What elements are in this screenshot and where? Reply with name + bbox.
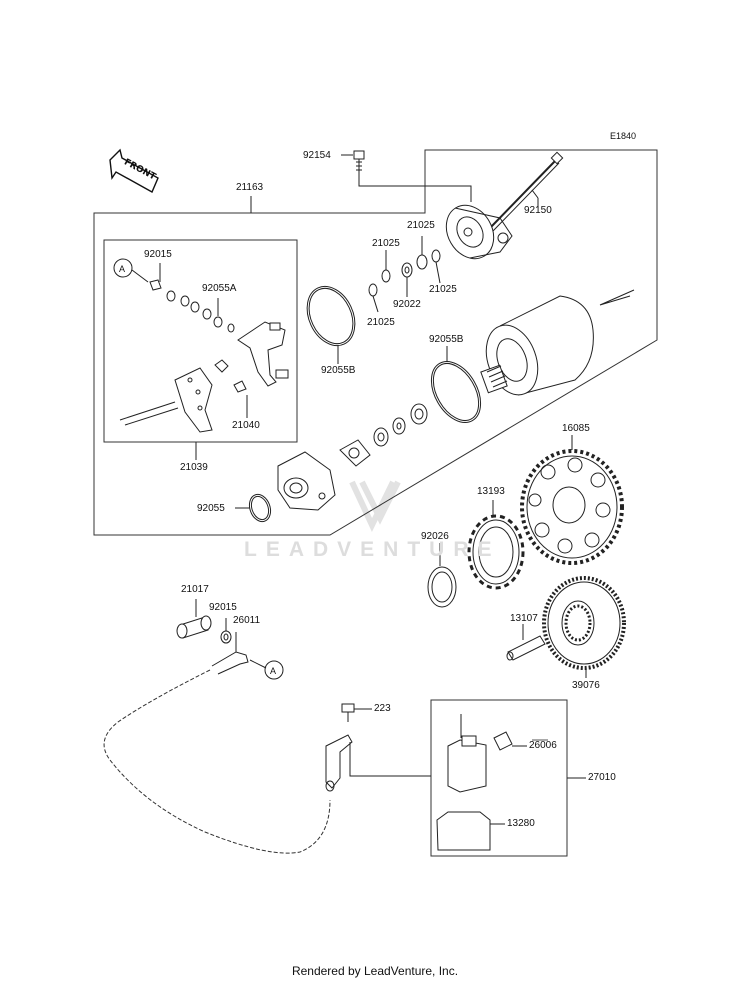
label-26006[interactable]: 26006 [529, 740, 557, 751]
label-92150[interactable]: 92150 [524, 205, 552, 216]
motor-yoke [480, 289, 635, 396]
label-13193[interactable]: 13193 [477, 486, 505, 497]
label-27010[interactable]: 27010 [588, 772, 616, 783]
footer-credit: Rendered by LeadVenture, Inc. [291, 964, 459, 978]
terminal-cap-group [176, 599, 284, 680]
label-21017[interactable]: 21017 [181, 584, 209, 595]
bolt-92154 [341, 150, 472, 202]
callout-a-top: A [119, 264, 126, 274]
label-16085[interactable]: 16085 [562, 423, 590, 434]
label-92015-top[interactable]: 92015 [144, 249, 172, 260]
o-ring-92055 [235, 493, 272, 523]
label-92022[interactable]: 92022 [393, 299, 421, 310]
o-ring-92055B-left [306, 285, 356, 364]
label-21025-b[interactable]: 21025 [372, 238, 400, 249]
label-13107[interactable]: 13107 [510, 613, 538, 624]
front-direction-marker: FRONT [109, 148, 159, 193]
clutch-13193 [467, 500, 525, 590]
brush-holder-parts [113, 258, 289, 433]
label-26011[interactable]: 26011 [233, 615, 261, 626]
brush-plate [339, 439, 371, 467]
label-92026[interactable]: 92026 [421, 531, 449, 542]
watermark-logo [349, 480, 401, 532]
label-21025-a[interactable]: 21025 [407, 220, 435, 231]
diagram-code: E1840 [610, 131, 637, 141]
label-92055B-left[interactable]: 92055B [321, 365, 356, 376]
label-21025-d[interactable]: 21025 [367, 317, 395, 328]
washer-92026 [427, 543, 457, 608]
washer-set-lower [373, 403, 428, 447]
watermark-text: LEADVENTURE [244, 538, 501, 561]
label-21025-c[interactable]: 21025 [429, 284, 457, 295]
label-223[interactable]: 223 [374, 703, 391, 714]
starter-cable [103, 669, 331, 854]
brush-holder-box [103, 239, 298, 443]
label-92015-bottom[interactable]: 92015 [209, 602, 237, 613]
gear-39076 [542, 576, 626, 678]
bolt-223 [325, 703, 431, 792]
callout-a-bottom: A [270, 666, 277, 676]
relay-parts [436, 714, 527, 851]
label-13280[interactable]: 13280 [507, 818, 535, 829]
label-39076[interactable]: 39076 [572, 680, 600, 691]
assembly-frame-21163 [93, 149, 658, 536]
washer-set-top [368, 236, 441, 313]
o-ring-92055B-right [430, 346, 482, 423]
label-92055[interactable]: 92055 [197, 503, 225, 514]
label-92055B-right[interactable]: 92055B [429, 334, 464, 345]
label-21163[interactable]: 21163 [236, 182, 264, 193]
label-21040[interactable]: 21040 [232, 420, 260, 431]
label-92055A[interactable]: 92055A [202, 283, 237, 294]
rear-cover [445, 204, 513, 260]
label-92154[interactable]: 92154 [303, 150, 331, 161]
shaft-13107 [506, 624, 546, 661]
label-21039[interactable]: 21039 [180, 462, 208, 473]
gear-16085 [520, 435, 624, 565]
through-bolt-92150 [489, 151, 564, 232]
front-cover [277, 451, 336, 511]
